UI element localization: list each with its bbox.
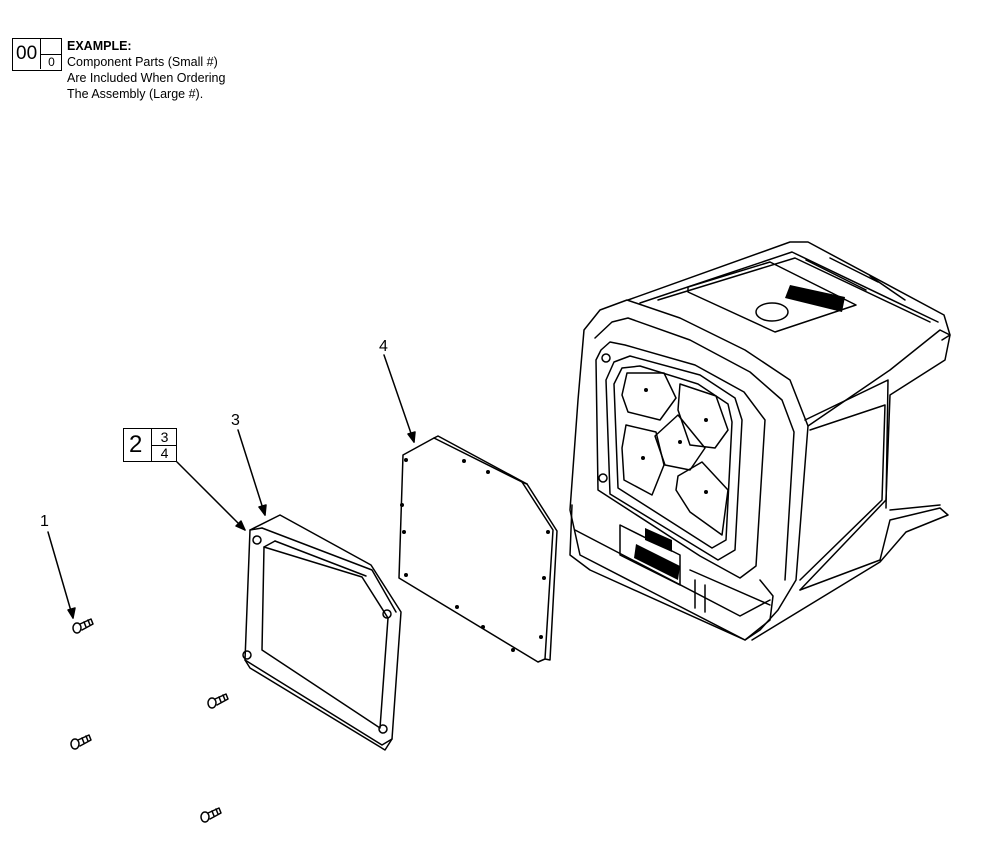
led-pod-4 <box>654 414 706 471</box>
legend-line-1: Component Parts (Small #) <box>67 55 218 69</box>
legend-title: EXAMPLE: <box>67 39 132 53</box>
gasket-hole-top-left <box>252 535 262 545</box>
leader-part-3 <box>237 429 266 516</box>
assembly-small-bottom: 4 <box>160 445 169 461</box>
arrowhead-assembly-2 <box>235 520 246 531</box>
legend-small-number: 0 <box>48 55 55 69</box>
arrowhead-part-1 <box>67 607 76 619</box>
arrowhead-part-3 <box>258 504 267 516</box>
leader-lines <box>47 354 416 619</box>
legend-large-number: 00 <box>16 43 38 64</box>
badge-logo <box>645 528 672 552</box>
legend-small-top <box>41 39 62 55</box>
assembly-small-box: 3 4 <box>151 429 177 461</box>
handle-recess <box>687 261 857 333</box>
legend-line-3: The Assembly (Large #). <box>67 87 204 101</box>
leader-assembly-2 <box>176 461 246 531</box>
gasket-hole-right <box>382 609 392 619</box>
gasket-hole-bottom-left <box>242 650 252 660</box>
gasket-hole-bottom-right <box>378 724 388 734</box>
callout-part-3: 3 <box>231 412 240 429</box>
bezel-screw-top <box>601 353 611 363</box>
leader-part-1 <box>47 531 74 619</box>
screw-d <box>200 807 222 823</box>
led-pods <box>621 372 729 536</box>
lens-bezel <box>605 355 743 561</box>
brand-label-top <box>785 285 845 312</box>
assembly-large-number: 2 <box>129 431 143 458</box>
assembly-small-top: 3 <box>152 429 177 446</box>
legend-line-2: Are Included When Ordering <box>67 71 226 85</box>
led-pod-2 <box>677 383 729 449</box>
callout-part-4: 4 <box>379 338 388 355</box>
handle-button <box>755 302 789 322</box>
callout-part-1: 1 <box>40 513 49 530</box>
side-panel <box>799 404 886 581</box>
bezel-screw-bottom <box>598 473 608 483</box>
leader-part-4 <box>383 354 415 443</box>
screws-part-1 <box>70 618 229 823</box>
legend-small-box: 0 <box>40 39 62 69</box>
gasket-frame-part-3 <box>242 514 402 751</box>
legend-text: EXAMPLE: Component Parts (Small #) Are I… <box>67 38 225 102</box>
screw-a <box>72 618 94 634</box>
screw-c <box>70 734 92 750</box>
brand-label-front <box>634 544 680 580</box>
led-pod-1 <box>621 372 677 421</box>
lens-plate-part-4 <box>398 435 558 663</box>
arrowhead-part-4 <box>407 431 416 443</box>
light-housing <box>569 241 951 641</box>
led-pod-3 <box>621 424 665 496</box>
led-pod-5 <box>675 461 729 536</box>
assembly-callout-box: 2 3 4 <box>123 428 177 462</box>
screw-b <box>207 693 229 709</box>
lens-plate-holes <box>400 458 550 652</box>
legend-number-box: 00 0 <box>12 38 62 71</box>
